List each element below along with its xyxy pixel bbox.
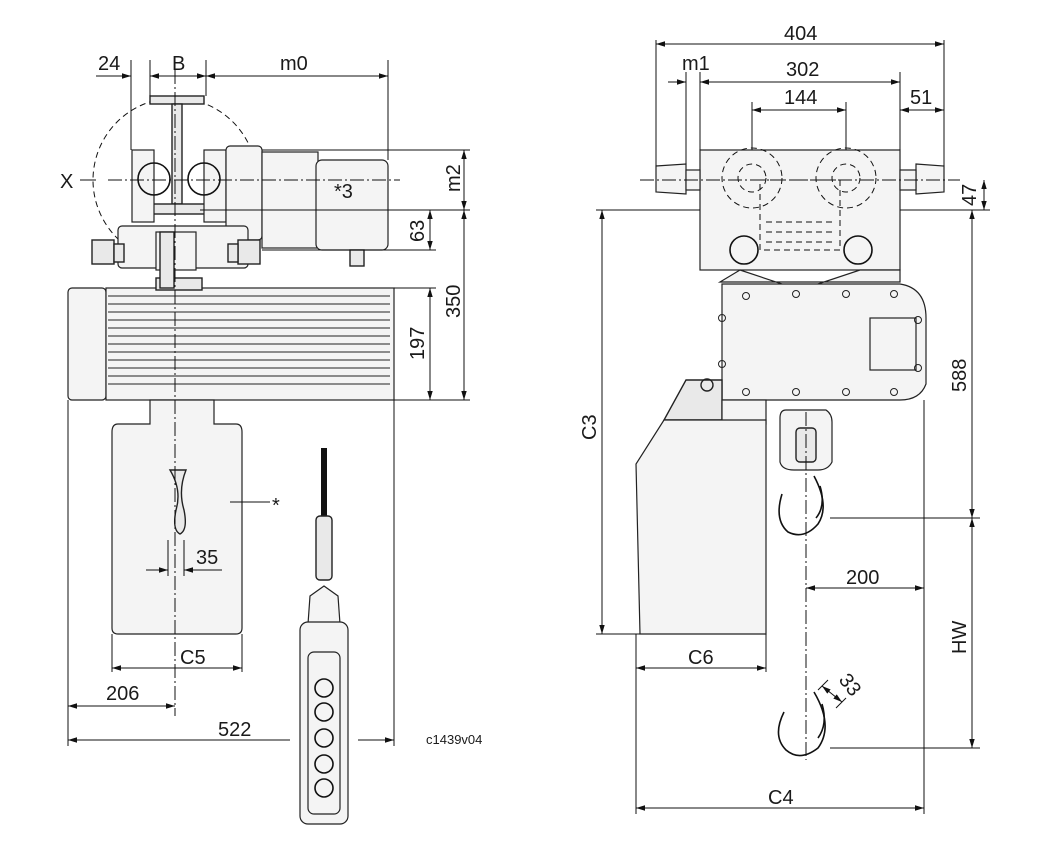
dim-33: 33: [834, 670, 865, 701]
dim-24: 24: [98, 53, 120, 75]
dim-47: 47: [959, 184, 981, 206]
i-beam-section: [147, 95, 207, 215]
left-dimensions: [67, 60, 470, 746]
dim-206: 206: [106, 683, 139, 705]
label-x: X: [60, 171, 73, 193]
trolley-assembly: [91, 145, 263, 271]
reference-code: c1439v04: [426, 732, 482, 747]
hoist-side: [635, 269, 927, 635]
dim-588: 588: [949, 359, 971, 392]
travel-motor: [261, 151, 389, 267]
dim-200: 200: [846, 567, 879, 589]
dim-63: 63: [407, 220, 429, 242]
dim-m2: m2: [443, 164, 465, 192]
dim-35: 35: [196, 547, 218, 569]
dim-144: 144: [784, 87, 817, 109]
dim-m1: m1: [682, 53, 710, 75]
pendant-control: [299, 448, 349, 825]
right-dimensions: [596, 40, 990, 814]
label-motor: *3: [334, 181, 353, 203]
dim-c3: C3: [579, 414, 601, 440]
dim-c4: C4: [768, 787, 794, 809]
dim-51: 51: [910, 87, 932, 109]
trolley-frame: [655, 147, 945, 271]
dim-b: B: [172, 53, 185, 75]
dim-hw: HW: [949, 621, 971, 654]
dim-c6: C6: [688, 647, 714, 669]
label-star: *: [272, 495, 280, 517]
dim-197: 197: [407, 327, 429, 360]
hook-assembly: [777, 409, 833, 760]
dim-c5: C5: [180, 647, 206, 669]
left-side-view: 24 B m0 m2 63 350 197 35 C5 206 522 X *3…: [60, 53, 470, 825]
dim-522: 522: [218, 719, 251, 741]
dim-404: 404: [784, 23, 817, 45]
dim-m0: m0: [280, 53, 308, 75]
chain-container: [111, 399, 243, 635]
dim-350: 350: [443, 285, 465, 318]
right-front-view: 404 m1 302 144 51 47 588 C3 200 C6 HW 33…: [579, 23, 990, 814]
dim-302: 302: [786, 59, 819, 81]
hoist-body: [67, 231, 395, 401]
